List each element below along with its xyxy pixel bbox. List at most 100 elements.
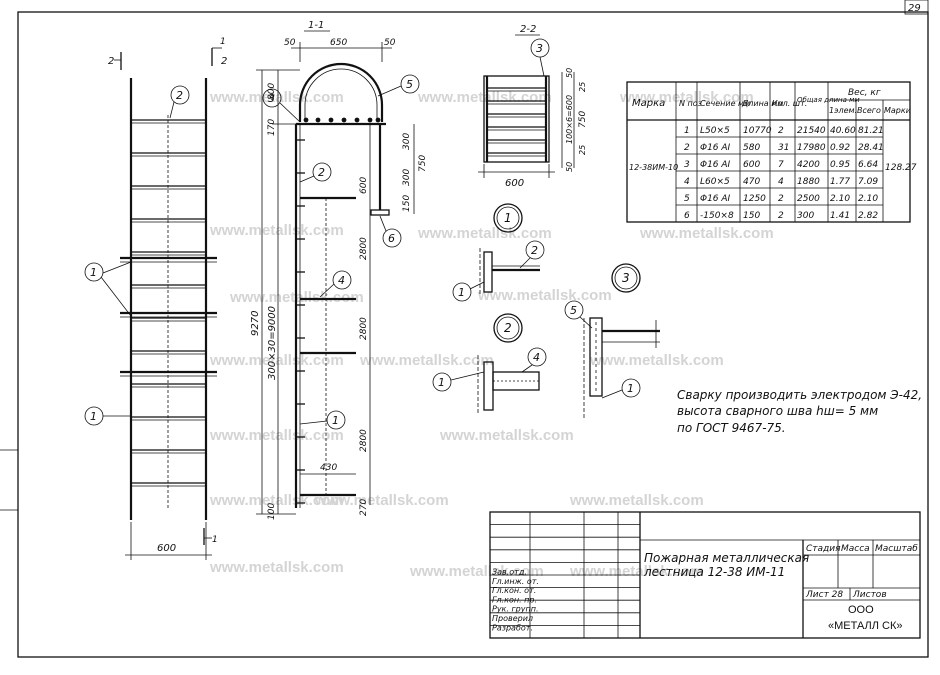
leader-line (579, 316, 593, 329)
signature-label: Рук. групп. (492, 605, 539, 614)
leader-line (169, 101, 175, 119)
dimension-label: 170 (267, 119, 277, 136)
table-border (626, 81, 911, 223)
table-cell: L60×5 (700, 177, 730, 187)
dimension-label: 50 (565, 162, 574, 172)
hoop-rod (354, 117, 360, 123)
header-mark-weight: Марки (884, 106, 911, 115)
node-circle-inner (614, 266, 638, 290)
table-cell: 1 (684, 126, 690, 136)
dimension-label: 100×6=600 (565, 95, 574, 144)
callout-label: 3 (536, 42, 543, 55)
step-height: 300×30=9000 (267, 306, 278, 380)
width-dimension: 600 (157, 543, 176, 554)
watermark: www.metallsk.com (209, 352, 344, 369)
cage-bars (487, 87, 546, 157)
dimension-label: 2800 (359, 317, 369, 340)
callout-circle (400, 74, 420, 94)
callout-circle (527, 347, 547, 367)
table-cell: 3 (684, 160, 690, 170)
header-total-length: Общая длина мм (797, 96, 860, 104)
table-cell: 0.95 (830, 160, 850, 170)
node-circle-inner (496, 206, 520, 230)
callout-label: 1 (90, 410, 97, 423)
leader-line (319, 283, 335, 298)
callout-label: 1 (458, 286, 465, 299)
table-cell: Φ16 АI (700, 194, 731, 204)
sheet-frame: 29 (0, 0, 929, 658)
watermark: www.metallsk.com (439, 427, 574, 444)
node-detail-2: 2 4 1 (432, 313, 547, 415)
table-cell: 4 (778, 177, 784, 187)
title-block: Стадия Масса Масштаб Лист 28 Листов ООО … (489, 511, 921, 639)
dimension-label: 150 (402, 195, 412, 212)
top-hoop (298, 62, 384, 122)
callout-label: 2 (318, 166, 325, 179)
side-steps (296, 139, 305, 504)
watermark: www.metallsk.com (209, 427, 344, 444)
sheet-label: Лист 28 (805, 590, 843, 600)
hoop-rod (328, 117, 334, 123)
callout-label: 2 (176, 89, 183, 102)
dimension-label: 50 (384, 38, 396, 48)
watermark: www.metallsk.com (359, 352, 494, 369)
table-cell: -150×8 (700, 211, 734, 221)
node-number: 3 (622, 271, 630, 285)
watermark: www.metallsk.com (209, 222, 344, 239)
callout-label: 5 (406, 78, 413, 91)
stage-header: Стадия (806, 544, 841, 554)
table-cell: 6 (684, 211, 690, 221)
signature-label: Гл.кон. пр. (492, 595, 537, 604)
dimension-label: 100 (267, 503, 277, 520)
angle-section (483, 361, 494, 411)
table-cell: 1250 (743, 194, 766, 204)
cage-outline (483, 75, 550, 163)
header-mark: Марка (632, 98, 665, 109)
watermark: www.metallsk.com (209, 559, 344, 576)
node-circle (611, 263, 641, 293)
dimension-label: 25 (578, 145, 587, 155)
ladder-rungs (131, 119, 206, 487)
signature-label: Проверил (492, 614, 533, 623)
table-cell: 28.41 (858, 143, 884, 153)
leader-line (521, 364, 533, 373)
dimension-label: 300 (402, 169, 412, 186)
watermark: www.metallsk.com (589, 352, 724, 369)
callout-circle (262, 88, 282, 108)
leader-line (299, 175, 315, 183)
hoop-rod (341, 117, 347, 123)
leader-line (379, 215, 387, 232)
angle-section (483, 251, 493, 293)
table-cell: 2.82 (858, 211, 878, 221)
hoop-rod (315, 117, 321, 123)
section-mark-label: 1 (212, 535, 218, 545)
header-weight: Вес, кг (848, 88, 881, 98)
mark-weight-value: 128.27 (885, 163, 917, 173)
callout-circle (312, 162, 332, 182)
table-cell: 2 (778, 126, 784, 136)
total-height: 9270 (250, 311, 261, 336)
callout-label: 3 (268, 92, 275, 105)
table-cell: 21540 (797, 126, 826, 136)
table-cell: 2 (778, 194, 784, 204)
page-number-box (904, 0, 929, 15)
callout-circle (382, 228, 402, 248)
welding-note: Сварку производить электродом Э-42, высо… (677, 388, 922, 435)
watermarks: www.metallsk.com www.metallsk.com www.me… (209, 89, 774, 580)
hoop-rods (303, 117, 381, 123)
callout-circle (170, 85, 190, 105)
callout-label: 5 (570, 304, 577, 317)
leader-line (601, 389, 623, 399)
signature-label: Гл.инж. от. (492, 577, 539, 586)
header-qty: Кол. шт. (772, 99, 807, 108)
node-circle (493, 203, 523, 233)
watermark: www.metallsk.com (477, 287, 612, 304)
side-view-1-1: 1-1 50 650 50 800 170 9270 (250, 20, 428, 520)
callout-circle (326, 410, 346, 430)
table-cell: 6.64 (858, 160, 878, 170)
leader-line (100, 276, 132, 317)
watermark: www.metallsk.com (209, 89, 344, 106)
table-cell: 1.77 (830, 177, 850, 187)
table-cell: 0.92 (830, 143, 850, 153)
